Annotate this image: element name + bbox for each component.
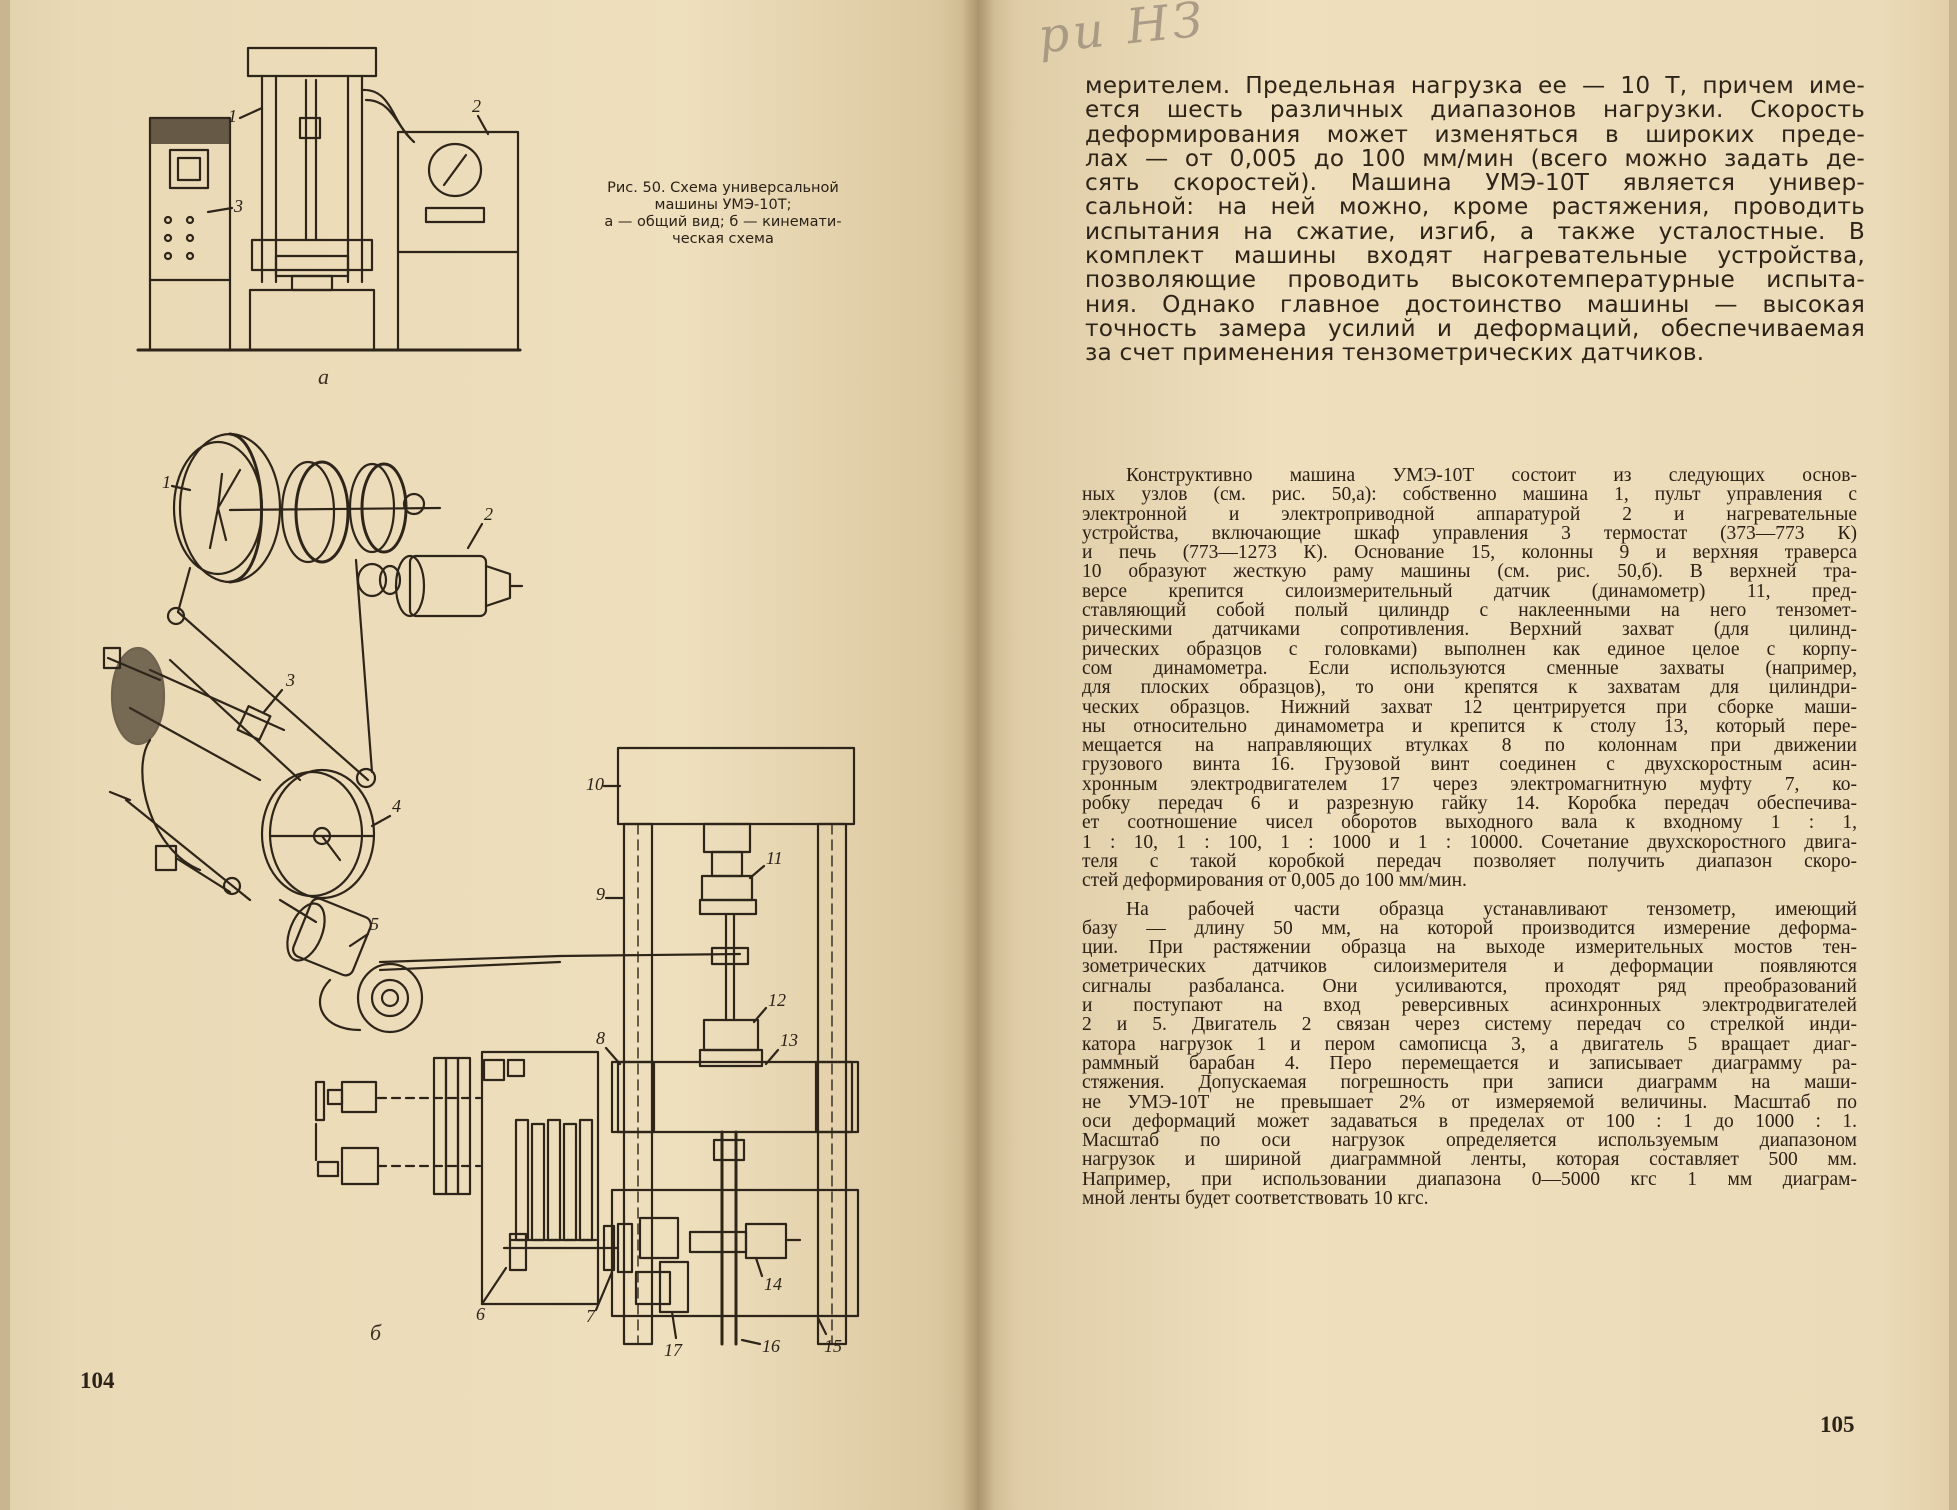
figure-b-kinematic-scheme: 2 1 3 — [102, 432, 860, 1360]
figure-50: 1 2 3 а — [102, 46, 860, 1360]
text-line: 10 образуют жесткую раму машины (см. рис… — [1082, 561, 1857, 583]
text-line: ет соотношение чисел оборотов выходного … — [1082, 812, 1857, 834]
caption-line: машины УМЭ-10Т; — [654, 197, 792, 213]
label-9: 9 — [596, 884, 605, 904]
text-line: зометрических датчиков силоизмерителя и … — [1082, 956, 1857, 978]
caption-line: а — общий вид; б — кинемати- — [604, 214, 842, 230]
label-3: 3 — [285, 670, 295, 690]
label-14: 14 — [764, 1274, 782, 1294]
text-line: нагрузок и шириной диаграммной ленты, ко… — [1082, 1149, 1857, 1171]
scan-edge — [1949, 0, 1957, 1510]
figure-caption: Рис. 50. Схема универсальной машины УМЭ-… — [553, 180, 893, 248]
label-8: 8 — [596, 1028, 605, 1048]
body-text: Конструктивно машина УМЭ-10Т состоит из … — [1082, 466, 1857, 1209]
label-1: 1 — [162, 472, 171, 492]
label-2: 2 — [484, 504, 493, 524]
label-1: 1 — [228, 106, 237, 126]
paragraph-1: Конструктивно машина УМЭ-10Т состоит из … — [1082, 466, 1857, 891]
text-line: стей деформирования от 0,005 до 100 мм/м… — [1082, 870, 1467, 892]
text-line: хронным электродвигателем 17 через элект… — [1082, 773, 1857, 795]
figure-a-general-view: 1 2 3 а — [136, 46, 522, 389]
text-line: рических образцов с головками) выполнен … — [1082, 638, 1857, 660]
text-line: устройства, включающие шкаф управления 3… — [1082, 522, 1857, 544]
text-line: и поступают на вход реверсивных асинхрон… — [1082, 995, 1857, 1017]
text-line: 2 и 5. Двигатель 2 связан через систему … — [1082, 1014, 1857, 1036]
text-line: точность замера усилий и деформаций, обе… — [1085, 314, 1865, 342]
label-13: 13 — [780, 1030, 798, 1050]
text-line: мещается на направляющих втулках 8 по ко… — [1082, 735, 1857, 757]
text-line: Конструктивно машина УМЭ-10Т состоит из … — [1126, 465, 1857, 486]
label-15: 15 — [824, 1336, 842, 1356]
label-2: 2 — [472, 96, 481, 116]
text-line: мерителем. Предельная нагрузка ее — 10 Т… — [1085, 72, 1865, 99]
label-3: 3 — [233, 196, 243, 216]
book-gutter — [962, 0, 994, 1510]
scan-edge — [0, 0, 10, 1510]
text-line: сальной: на ней можно, кроме растяжения,… — [1085, 193, 1865, 221]
text-line: ции. При растяжении образца на выходе из… — [1082, 937, 1857, 959]
text-line: грузового винта 16. Грузовой винт соедин… — [1082, 754, 1857, 776]
text-line: сигналы разбаланса. Они усиливаются, про… — [1082, 975, 1857, 997]
text-line: катора нагрузок 1 и пером самописца 3, а… — [1082, 1033, 1857, 1055]
paragraph-2: На рабочей части образца устанавливают т… — [1082, 898, 1857, 1209]
text-line: сом динамометра. Если используются сменн… — [1082, 657, 1857, 679]
text-line: комплект машины входят нагревательные ус… — [1085, 242, 1865, 270]
label-16: 16 — [762, 1336, 780, 1356]
text-line: Масштаб по оси нагрузок определяется исп… — [1082, 1130, 1857, 1152]
text-line: ния. Однако главное достоинство машины —… — [1085, 290, 1865, 318]
text-line: 1 : 10, 1 : 100, 1 : 1000 и 1 : 10000. С… — [1082, 831, 1857, 853]
figure-letter-b: б — [370, 1320, 382, 1345]
page-number-right: 105 — [1820, 1412, 1855, 1437]
text-line: ных узлов (см. рис. 50,а): собственно ма… — [1082, 484, 1857, 506]
text-line: Например, при использовании диапазона 0—… — [1082, 1168, 1857, 1190]
text-line: теля с такой коробкой передач позволяет … — [1082, 850, 1857, 872]
right-page — [978, 0, 1957, 1510]
page-number-left: 104 — [80, 1368, 115, 1393]
text-line: деформирования может изменяться в широки… — [1085, 120, 1865, 148]
text-line: для плоских образцов), то они крепятся к… — [1082, 677, 1857, 699]
text-line: версе крепится силоизмерительный датчик … — [1082, 580, 1857, 602]
text-line: оси деформаций может задаваться в предел… — [1082, 1110, 1857, 1132]
label-10: 10 — [586, 774, 604, 794]
label-12: 12 — [768, 990, 786, 1010]
text-line: за счет применения тензометрических датч… — [1085, 339, 1705, 367]
caption-line: Рис. 50. Схема универсальной — [607, 180, 839, 196]
caption-line: ческая схема — [672, 231, 774, 247]
text-line: ческих образцов. Нижний захват 12 центри… — [1082, 696, 1857, 718]
text-line: ется шесть различных диапазонов нагрузки… — [1085, 96, 1865, 124]
text-line: мной ленты будет соответствовать 10 кгс. — [1082, 1187, 1429, 1209]
text-line: сять скоростей). Машина УМЭ-10Т является… — [1085, 169, 1865, 197]
text-line: стяжения. Допускаемая погрешность при за… — [1082, 1072, 1857, 1094]
label-17: 17 — [664, 1340, 683, 1360]
text-line: лах — от 0,005 до 100 мм/мин (всего можн… — [1085, 144, 1865, 172]
text-line: ны относительно динамометра и крепится к… — [1082, 715, 1857, 737]
lead-paragraph: мерителем. Предельная нагрузка ее — 10 Т… — [1085, 72, 1865, 367]
text-line: испытания на сжатие, изгиб, а также уста… — [1085, 217, 1865, 245]
label-11: 11 — [766, 848, 783, 868]
text-line: робку передач 6 и разрезную гайку 14. Ко… — [1082, 793, 1857, 815]
text-line: ставляющий собой полый цилиндр с наклеен… — [1082, 600, 1857, 622]
label-4: 4 — [392, 796, 401, 816]
text-line: базу — длину 50 мм, на которой производи… — [1082, 917, 1857, 939]
text-line: и печь (773—1273 К). Основание 15, колон… — [1082, 542, 1857, 564]
text-line: электронной и электроприводной аппаратур… — [1082, 503, 1857, 525]
label-6: 6 — [476, 1304, 485, 1324]
text-line: не УМЭ-10Т не превышает 2% от измеряемой… — [1082, 1091, 1857, 1113]
label-5: 5 — [370, 914, 379, 934]
text-line: раммный барабан 4. Перо перемещается и з… — [1082, 1052, 1857, 1074]
label-7: 7 — [586, 1306, 596, 1326]
text-line: рическими датчиками сопротивления. Верхн… — [1082, 619, 1857, 641]
figure-letter-a: а — [318, 364, 329, 389]
text-line: На рабочей части образца устанавливают т… — [1126, 898, 1857, 920]
text-line: позволяющие проводить высокотемпературны… — [1085, 266, 1865, 294]
